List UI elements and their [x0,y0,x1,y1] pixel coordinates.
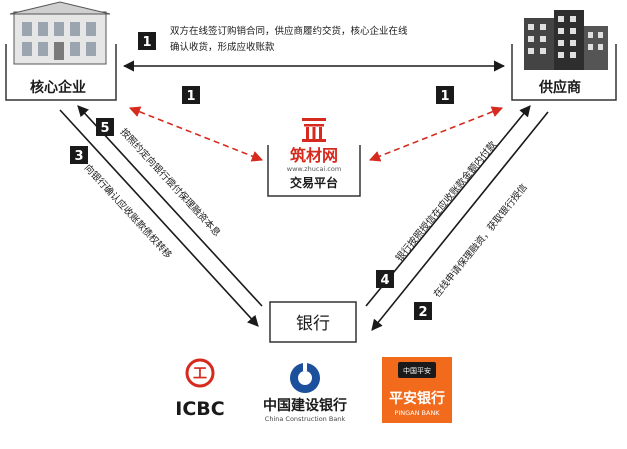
step-4-number: 4 [380,273,389,288]
icbc-ring-icon [185,358,215,388]
step-1-text-line1: 双方在线签订购销合同，供应商履约交货，核心企业在线 [170,25,408,37]
pingan-name: 平安银行 [389,390,445,407]
core-enterprise-node: 核心企业 [5,1,117,101]
step-2-number: 2 [418,305,427,320]
building-icon [9,1,111,65]
core-enterprise-frame [5,44,117,101]
bank-node: 银行 [269,301,357,343]
core-enterprise-label: 核心企业 [30,79,86,96]
step-1-badge [138,32,156,50]
step-2: 2 在线申请保理融资，获取银行授信 [371,111,549,331]
step-3-badge [70,146,88,164]
step-4-badge [376,270,394,288]
step-5: 5 按照约定向银行偿付保理融资本息 [77,105,263,307]
pingan-badge [398,362,436,378]
step-3: 3 向银行确认应收账款债权转移 [59,109,259,327]
icbc-name: ICBC [175,398,224,420]
platform-logo-text: 筑材网 [290,146,338,165]
ccb-name: 中国建设银行 [263,397,347,414]
supplier-node: 供应商 [511,10,617,101]
pingan-badge-text: 中国平安 [403,366,431,375]
supplier-label: 供应商 [538,79,581,96]
step-3-number: 3 [74,149,83,164]
step-2-badge [414,302,432,320]
repayment-arrow [77,105,263,307]
platform-link-right [368,106,504,162]
platform-label: 交易平台 [290,175,338,190]
step-1-left: 1 [128,86,264,162]
step-1-left-number: 1 [186,89,195,104]
platform-node: 筑材网 www.zhucai.com 交易平台 [267,118,361,197]
step-1-top: 1 双方在线签订购销合同，供应商履约交货，核心企业在线 确认收货，形成应收账款 [122,25,506,72]
bank-label: 银行 [296,314,330,334]
debt-transfer-arrow [59,109,259,327]
ccb-logo: 中国建设银行 China Construction Bank [263,363,347,423]
supplier-frame [511,44,617,101]
ccb-subtitle: China Construction Bank [265,415,346,423]
icbc-logo: 工 ICBC [175,358,225,420]
step-1-right-number: 1 [440,89,449,104]
financing-application-arrow [371,111,549,331]
bank-frame [269,301,357,343]
pingan-subtitle: PINGAN BANK [394,409,440,417]
office-building-icon [524,10,608,70]
step-5-badge [96,118,114,136]
platform-logo-icon [302,118,326,142]
step-1-right: 1 [368,86,504,162]
step-1-right-badge [436,86,454,104]
step-1-number: 1 [142,35,151,50]
icbc-glyph: 工 [193,366,207,382]
step-1-left-badge [182,86,200,104]
platform-logo-url: www.zhucai.com [287,165,341,173]
pingan-logo: 中国平安 平安银行 PINGAN BANK [382,357,452,423]
platform-link-left [128,106,264,162]
step-5-number: 5 [100,121,109,136]
platform-frame [267,145,361,197]
step-1-text-line2: 确认收货，形成应收账款 [170,41,275,53]
